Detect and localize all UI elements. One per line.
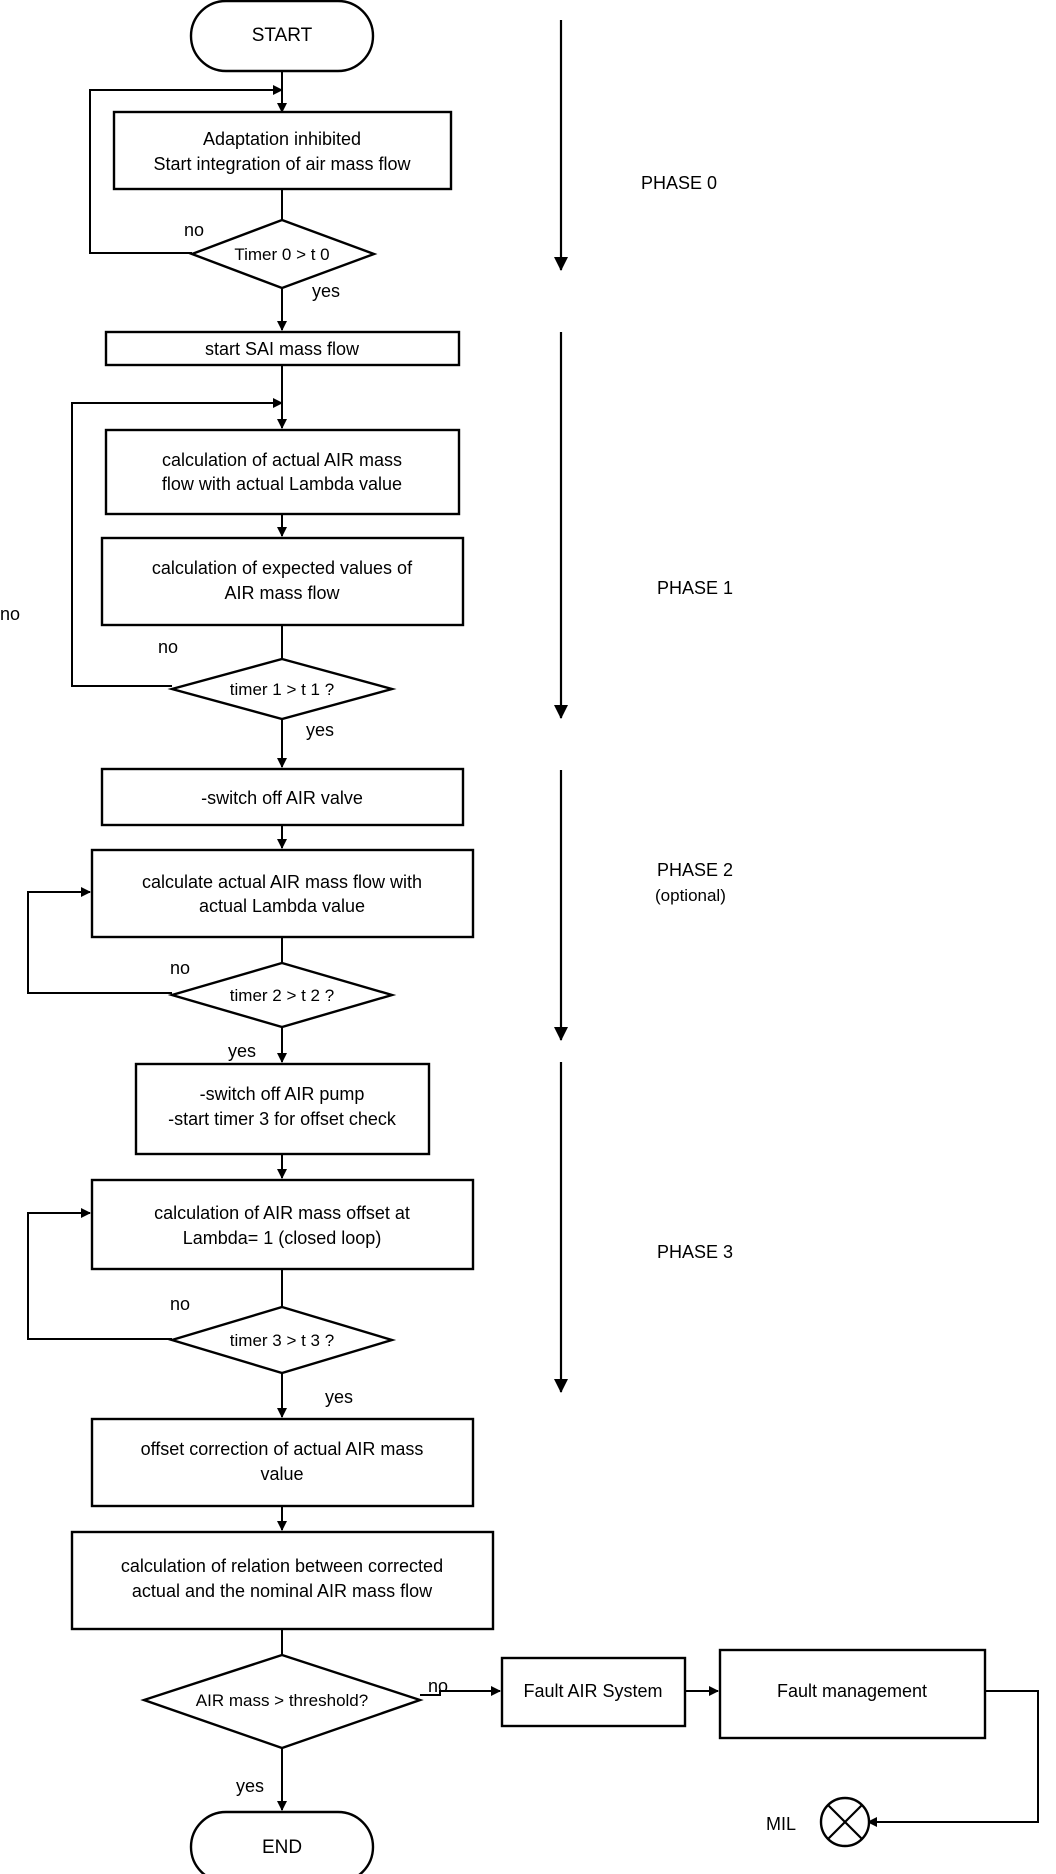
fault-management-label: Fault management [777, 1681, 927, 1701]
switch-pump-line-1: -switch off AIR pump [200, 1084, 365, 1104]
no-label-timer2: no [170, 958, 190, 978]
fault-air-label: Fault AIR System [523, 1681, 662, 1701]
end-label: END [262, 1837, 302, 1858]
switch-pump-line-2: -start timer 3 for offset check [168, 1109, 397, 1129]
fault-air-box: Fault AIR System [500, 1656, 687, 1728]
decision-timer3: timer 3 > t 3 ? [167, 1305, 397, 1375]
yes-label-timer0: yes [312, 281, 340, 301]
start-sai-label: start SAI mass flow [205, 339, 360, 359]
phase0-label: PHASE 0 [641, 173, 717, 193]
phase3-label: PHASE 3 [657, 1242, 733, 1262]
no-label-timer3: no [170, 1294, 190, 1314]
decision-timer1: timer 1 > t 1 ? [167, 657, 397, 721]
adaptation-line-1: Adaptation inhibited [203, 129, 361, 149]
decision-threshold: AIR mass > threshold? [140, 1653, 424, 1750]
calc-expected-line-2: AIR mass flow [224, 583, 340, 603]
offset-correction-line-1: offset correction of actual AIR mass [141, 1439, 424, 1459]
adaptation-box: Adaptation inhibited Start integration o… [112, 110, 453, 191]
calc-actual2-line-2: actual Lambda value [199, 896, 365, 916]
no-label-timer0: no [184, 220, 204, 240]
phase2-label: PHASE 2 [657, 860, 733, 880]
calc-actual-line-1: calculation of actual AIR mass [162, 450, 402, 470]
calc-actual-box: calculation of actual AIR mass flow with… [104, 428, 461, 516]
branch-labels: no yes no no yes no yes no yes no yes [0, 220, 448, 1796]
calc-offset-box: calculation of AIR mass offset at Lambda… [90, 1178, 475, 1271]
no-label-left: no [0, 604, 20, 624]
offset-correction-line-2: value [260, 1464, 303, 1484]
decision-threshold-label: AIR mass > threshold? [196, 1691, 368, 1710]
decision-timer1-label: timer 1 > t 1 ? [230, 680, 334, 699]
yes-label-timer2: yes [228, 1041, 256, 1061]
no-label-threshold: no [428, 1676, 448, 1696]
adaptation-line-2: Start integration of air mass flow [153, 154, 411, 174]
phase2-note: (optional) [655, 886, 726, 905]
switch-valve-label: -switch off AIR valve [201, 788, 363, 808]
calc-expected-line-1: calculation of expected values of [152, 558, 413, 578]
calc-relation-line-2: actual and the nominal AIR mass flow [132, 1581, 433, 1601]
yes-label-timer3: yes [325, 1387, 353, 1407]
calc-offset-line-1: calculation of AIR mass offset at [154, 1203, 410, 1223]
decision-timer0: Timer 0 > t 0 [188, 218, 378, 290]
decision-timer2-label: timer 2 > t 2 ? [230, 986, 334, 1005]
calc-actual2-line-1: calculate actual AIR mass flow with [142, 872, 422, 892]
start-terminal: START [189, 0, 375, 73]
switch-pump-box: -switch off AIR pump -start timer 3 for … [134, 1062, 431, 1156]
fault-management-box: Fault management [718, 1648, 987, 1740]
phase-labels: PHASE 0 PHASE 1 PHASE 2 (optional) PHASE… [641, 173, 733, 1262]
start-label: START [252, 25, 313, 46]
decision-timer3-label: timer 3 > t 3 ? [230, 1331, 334, 1350]
calc-expected-box: calculation of expected values of AIR ma… [100, 536, 465, 627]
calc-actual2-box: calculate actual AIR mass flow with actu… [90, 848, 475, 939]
no-label-timer1: no [158, 637, 178, 657]
calc-offset-line-2: Lambda= 1 (closed loop) [183, 1228, 382, 1248]
calc-relation-line-1: calculation of relation between correcte… [121, 1556, 443, 1576]
mil-lamp-icon [819, 1796, 871, 1848]
start-sai-box: start SAI mass flow [104, 330, 461, 367]
calc-relation-box: calculation of relation between correcte… [70, 1530, 495, 1631]
calc-actual-line-2: flow with actual Lambda value [162, 474, 402, 494]
switch-valve-box: -switch off AIR valve [100, 767, 465, 827]
yes-label-threshold: yes [236, 1776, 264, 1796]
decision-timer0-label: Timer 0 > t 0 [234, 245, 329, 264]
connectors [27, 70, 1039, 1827]
mil-label: MIL [766, 1814, 796, 1834]
decision-timer2: timer 2 > t 2 ? [167, 961, 397, 1029]
yes-label-timer1: yes [306, 720, 334, 740]
phase1-label: PHASE 1 [657, 578, 733, 598]
end-terminal: END [189, 1810, 375, 1874]
offset-correction-box: offset correction of actual AIR mass val… [90, 1417, 475, 1508]
